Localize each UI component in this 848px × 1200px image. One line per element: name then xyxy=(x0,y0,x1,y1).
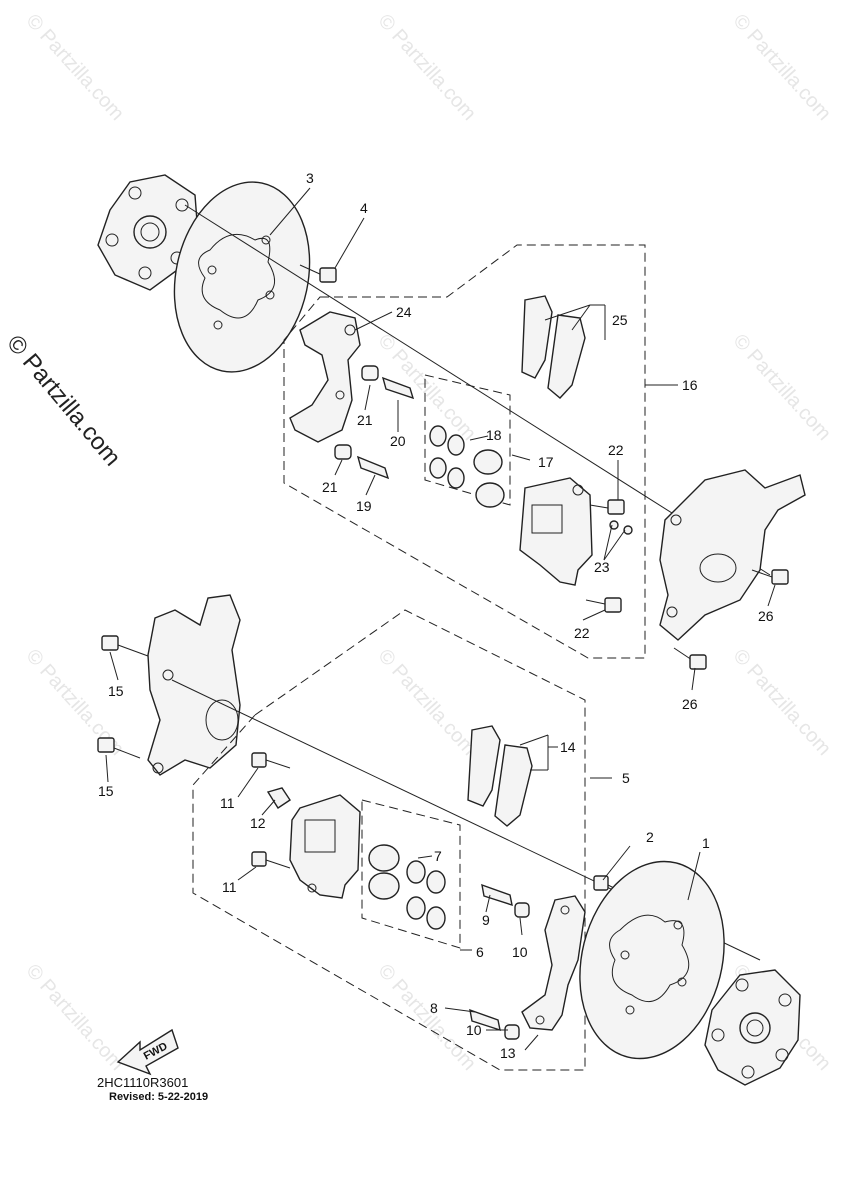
callout-21a: 21 xyxy=(357,412,373,428)
caliper-bracket-lower xyxy=(521,895,586,1031)
callout-8: 8 xyxy=(430,1000,438,1016)
seals-lower xyxy=(406,860,446,930)
callouts: 3 4 24 25 16 18 17 21 20 21 19 22 23 22 … xyxy=(98,170,774,1061)
hub-lower xyxy=(704,969,801,1086)
callout-16: 16 xyxy=(682,377,698,393)
fwd-arrow-icon: FWD xyxy=(116,1028,179,1076)
callout-7: 7 xyxy=(434,848,442,864)
assembly-box-5 xyxy=(192,609,586,1071)
callout-10b: 10 xyxy=(466,1022,482,1038)
callout-13: 13 xyxy=(500,1045,516,1061)
callout-12: 12 xyxy=(250,815,266,831)
callout-11a: 11 xyxy=(220,795,235,811)
callout-10a: 10 xyxy=(512,944,528,960)
revised-date: Revised: 5-22-2019 xyxy=(109,1091,209,1103)
callout-25: 25 xyxy=(612,312,628,328)
bolts-15 xyxy=(97,635,149,759)
brake-pads-upper xyxy=(521,295,586,399)
callout-22a: 22 xyxy=(608,442,624,458)
callout-14: 14 xyxy=(560,739,576,755)
brake-disc-upper xyxy=(173,181,311,373)
callout-3: 3 xyxy=(306,170,314,186)
callout-20: 20 xyxy=(390,433,406,449)
callout-19: 19 xyxy=(356,498,372,514)
callout-22b: 22 xyxy=(574,625,590,641)
callout-26b: 26 xyxy=(682,696,698,712)
bolts-26 xyxy=(673,569,789,670)
callout-15a: 15 xyxy=(108,683,124,699)
callout-1: 1 xyxy=(702,835,710,851)
leader-lines xyxy=(105,187,776,1051)
bolts-22-23 xyxy=(585,499,633,613)
bolts-11-12 xyxy=(251,752,291,869)
seal-kit-box-6 xyxy=(361,799,461,949)
seal-kit-box-17 xyxy=(424,374,511,506)
callout-6: 6 xyxy=(476,944,484,960)
callout-4: 4 xyxy=(360,200,368,216)
slide-pins-lower xyxy=(469,883,530,1040)
callout-2: 2 xyxy=(646,829,654,845)
callout-17: 17 xyxy=(538,454,554,470)
assembly-box-16 xyxy=(283,244,646,659)
callout-24: 24 xyxy=(396,304,412,320)
slide-pins-upper xyxy=(334,365,415,480)
callout-23: 23 xyxy=(594,559,610,575)
callout-18: 18 xyxy=(486,427,502,443)
knuckle-upper xyxy=(659,469,806,641)
caliper-bracket-upper xyxy=(289,311,361,443)
pistons-lower xyxy=(368,844,400,900)
callout-5: 5 xyxy=(622,770,630,786)
brake-pads-lower xyxy=(467,725,533,827)
caliper-body-upper xyxy=(519,477,593,586)
pistons-upper xyxy=(473,449,505,508)
caliper-body-lower xyxy=(289,794,361,899)
disc-bolt-upper xyxy=(299,264,337,283)
brake-disc-lower xyxy=(579,860,725,1060)
callout-21b: 21 xyxy=(322,479,338,495)
callout-11b: 11 xyxy=(222,879,237,895)
callout-9: 9 xyxy=(482,912,490,928)
diagram-code: 2HC1110R3601 xyxy=(97,1075,189,1090)
callout-26a: 26 xyxy=(758,608,774,624)
seals-upper xyxy=(429,425,465,489)
knuckle-lower xyxy=(147,594,241,776)
disc-bolt-lower xyxy=(593,875,629,896)
callout-15b: 15 xyxy=(98,783,114,799)
